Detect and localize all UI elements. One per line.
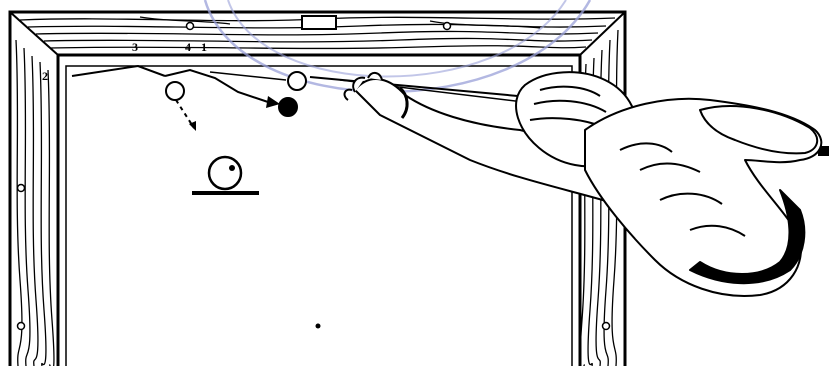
left-rail-wood-grain [16,40,54,366]
rail-nameplate [302,16,336,29]
reference-ball-highlight [229,165,235,171]
player-figure [345,72,822,296]
rail-point-1-label: 1 [201,40,207,54]
rail-point-3-label: 3 [132,40,138,54]
rail-point-4-label: 4 [185,40,191,54]
reference-ball [209,157,241,189]
table-spot [316,324,321,329]
object-ball-white [166,82,184,100]
cue-ball-start [288,72,306,90]
path-arrowhead [266,96,280,108]
table-frame [10,12,625,366]
rail-point-2-label: 2 [42,69,48,83]
object-ball-red [279,98,297,116]
